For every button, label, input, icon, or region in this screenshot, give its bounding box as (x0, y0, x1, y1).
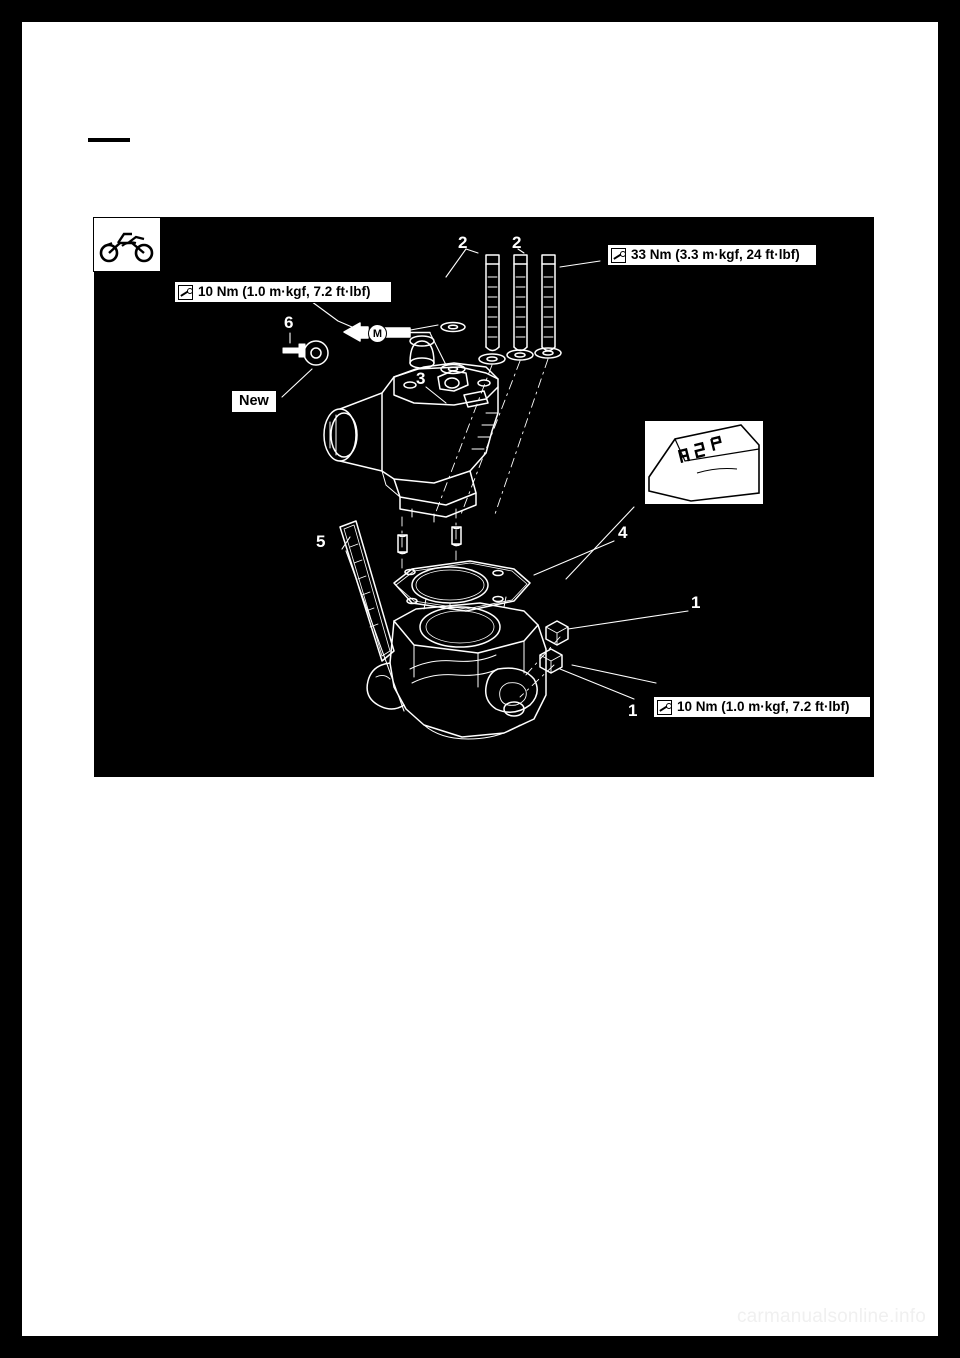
callout-1-bottom: 1 (628, 701, 638, 720)
engine-line-art (281, 248, 689, 740)
figure-artwork: 10 Nm (1.0 m·kgf, 7.2 ft·lbf) 33 Nm (3.3… (93, 217, 874, 777)
callout-4: 4 (618, 523, 628, 542)
torque-spec-text: 10 Nm (1.0 m·kgf, 7.2 ft·lbf) (677, 699, 850, 715)
motorcycle-icon (99, 232, 154, 262)
callout-1-right: 1 (691, 593, 701, 612)
lubricant-m-label: M (372, 327, 383, 340)
torque-spec-text: 10 Nm (1.0 m·kgf, 7.2 ft·lbf) (198, 284, 371, 300)
callout-2-right: 2 (512, 233, 522, 252)
header-rule (88, 138, 130, 142)
callout-6: 6 (284, 313, 294, 332)
page-frame-bottom (0, 1336, 960, 1358)
new-part-tag: New (231, 390, 277, 413)
torque-wrench-icon (611, 247, 626, 263)
torque-spec-box-top: 10 Nm (1.0 m·kgf, 7.2 ft·lbf) (174, 281, 392, 303)
torque-spec-text: 33 Nm (3.3 m·kgf, 24 ft·lbf) (631, 247, 800, 263)
new-part-label: New (239, 393, 269, 410)
motorcycle-icon-box (93, 217, 161, 272)
casting-mark-inset (644, 420, 764, 505)
torque-wrench-icon (178, 284, 193, 300)
exploded-view-figure: 10 Nm (1.0 m·kgf, 7.2 ft·lbf) 33 Nm (3.3… (93, 217, 874, 777)
page-frame-left (0, 0, 22, 1358)
lubricant-m-badge: M (368, 324, 387, 343)
page-frame-top (0, 0, 960, 22)
callout-5: 5 (316, 532, 326, 551)
callout-2-left: 2 (458, 233, 468, 252)
page-frame-right (938, 0, 960, 1358)
casting-mark-detail-art (648, 424, 760, 502)
callout-3: 3 (416, 369, 426, 388)
torque-wrench-icon (657, 699, 672, 715)
torque-spec-box-bottom: 10 Nm (1.0 m·kgf, 7.2 ft·lbf) (653, 696, 871, 718)
watermark-text: carmanualsonline.info (736, 1306, 926, 1327)
torque-spec-box-33nm: 33 Nm (3.3 m·kgf, 24 ft·lbf) (607, 244, 817, 266)
